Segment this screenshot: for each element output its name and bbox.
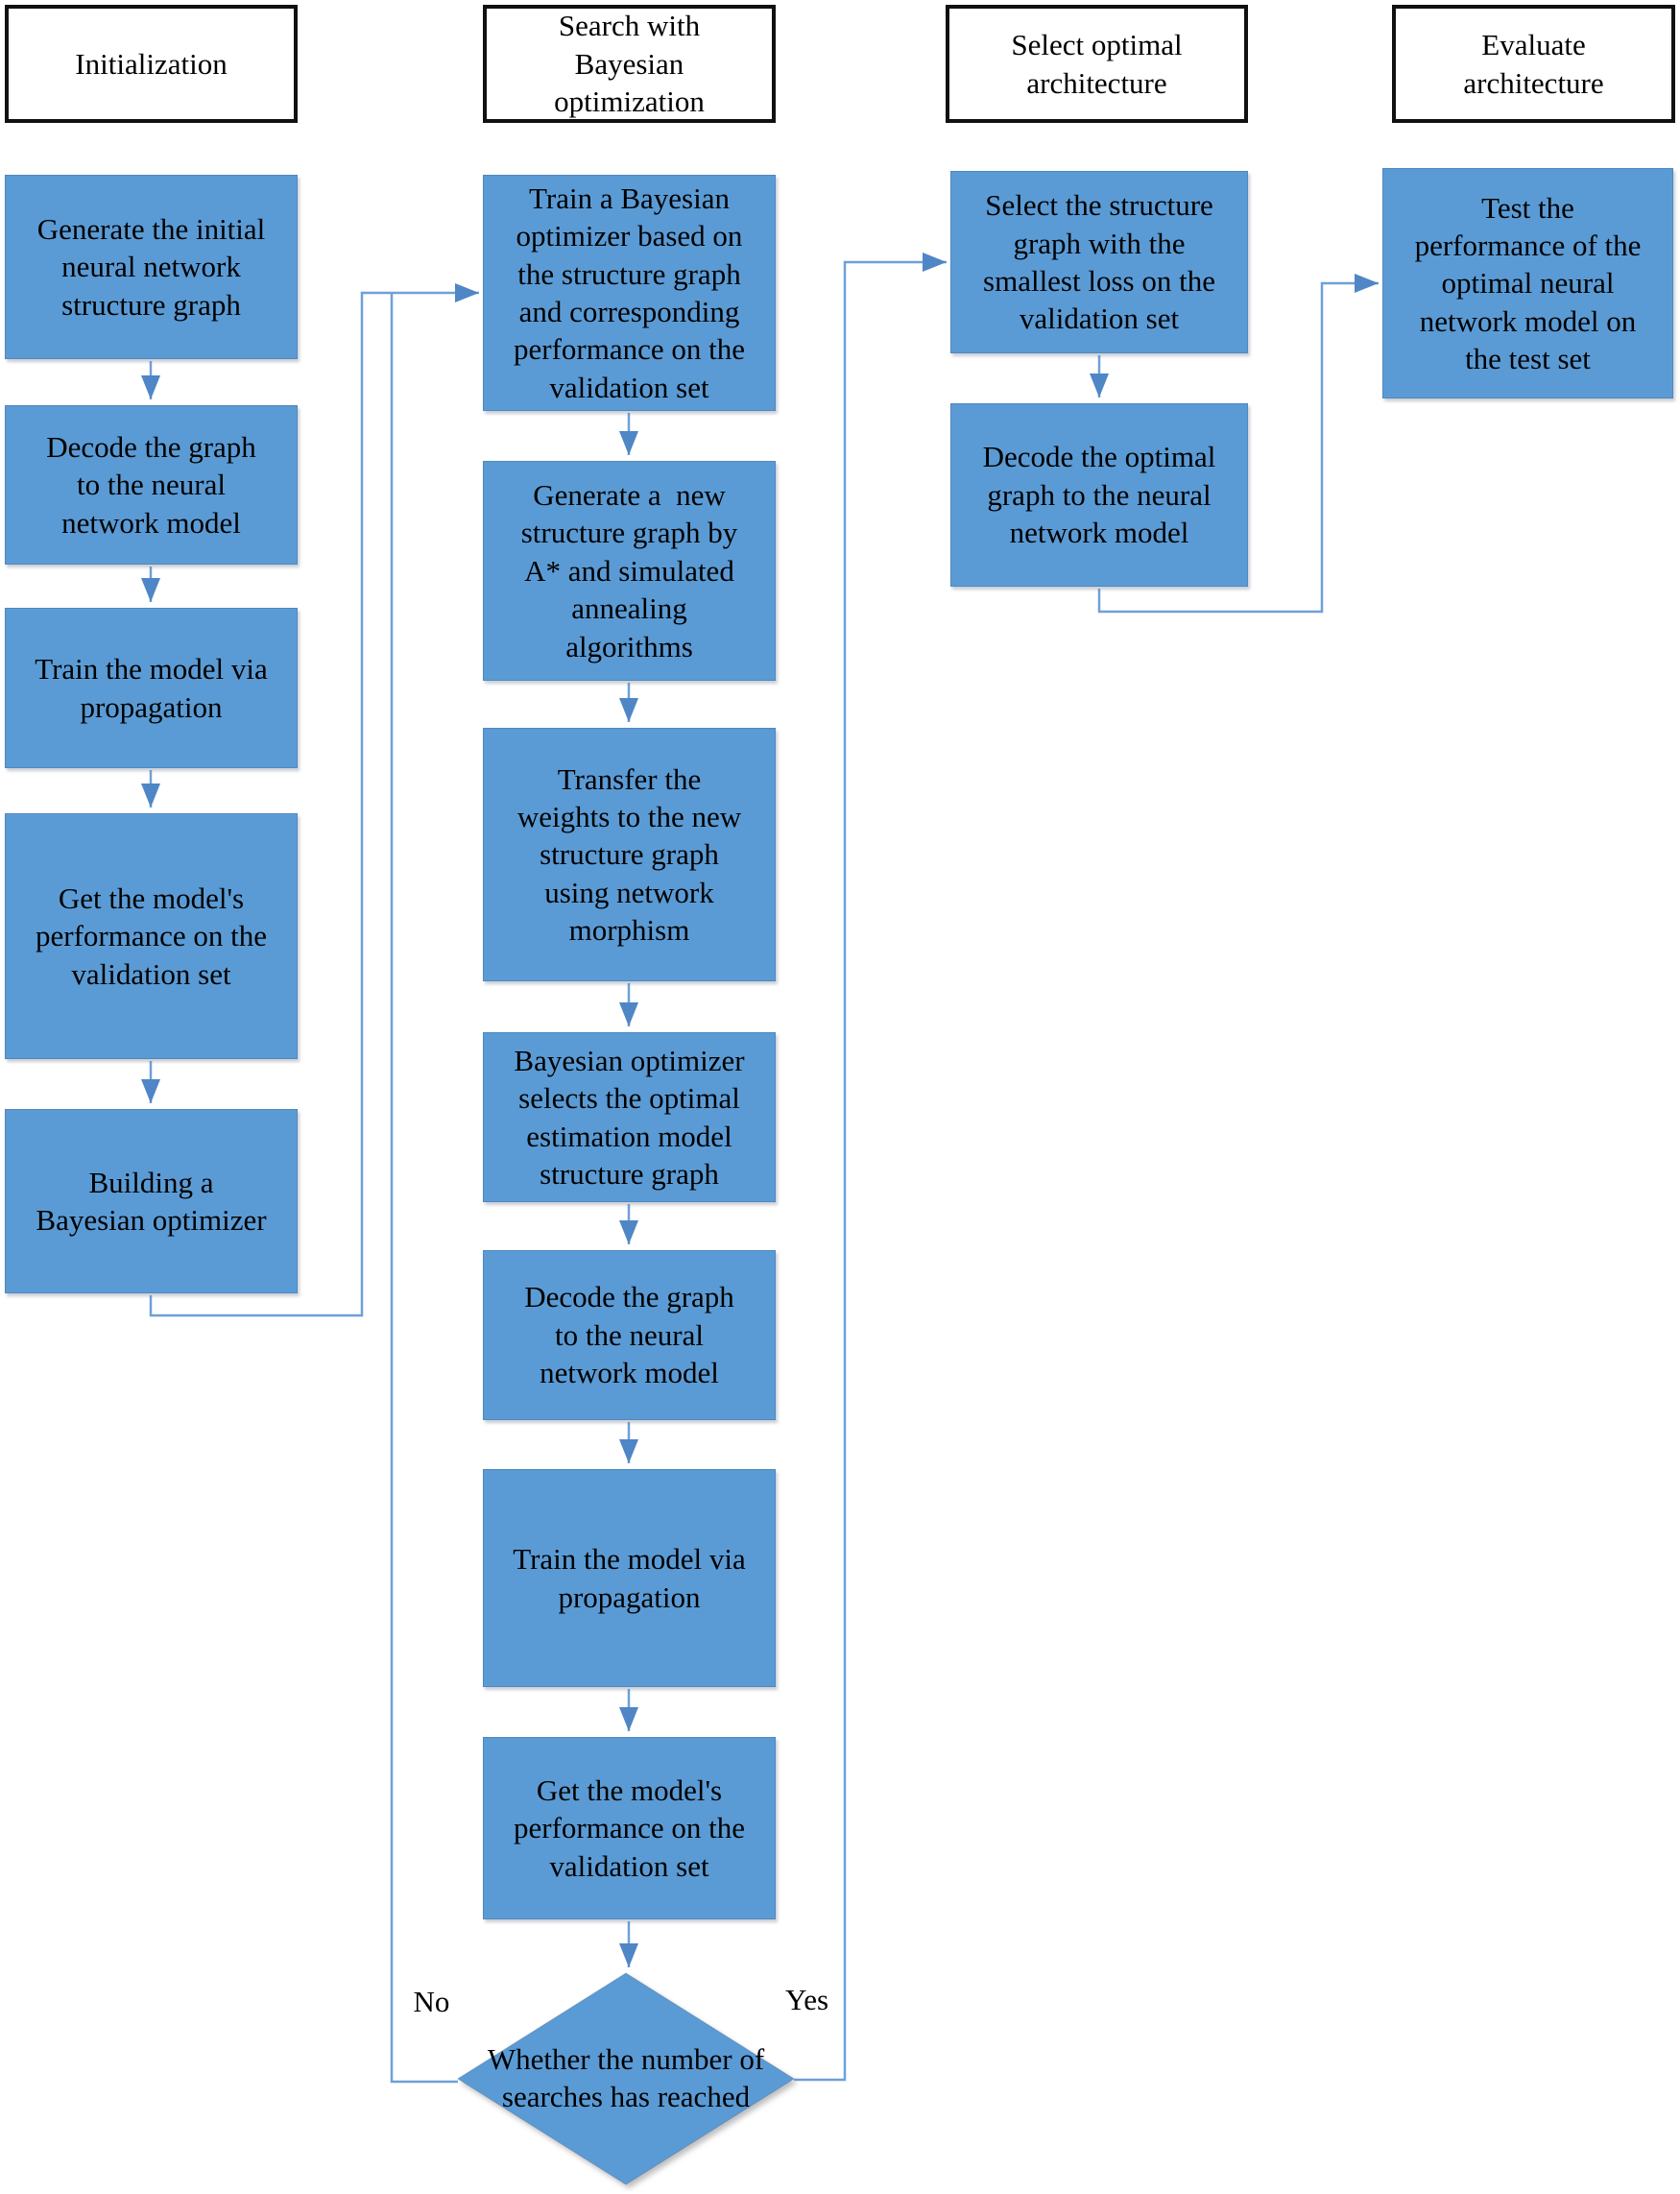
step-decode-graph-2: Decode the graph to the neural network m… [483,1250,776,1420]
step-generate-initial-graph: Generate the initial neural network stru… [5,175,298,359]
step-decode-optimal-graph: Decode the optimal graph to the neural n… [950,403,1248,587]
step-train-model-1: Train the model via propagation [5,608,298,768]
step-test-performance: Test the performance of the optimal neur… [1382,168,1673,398]
step-generate-new-graph: Generate a new structure graph by A* and… [483,461,776,681]
step-select-structure-graph: Select the structure graph with the smal… [950,171,1248,353]
step-get-performance-1: Get the model's performance on the valid… [5,813,298,1059]
stage-header-select: Select optimal architecture [946,5,1248,123]
connector-decision-yes [794,253,947,2082]
step-get-performance-2: Get the model's performance on the valid… [483,1737,776,1919]
step-transfer-weights: Transfer the weights to the new structur… [483,728,776,981]
stage-header-initialization: Initialization [5,5,298,123]
stage-header-evaluate: Evaluate architecture [1392,5,1675,123]
step-bayesian-selects-graph: Bayesian optimizer selects the optimal e… [483,1032,776,1202]
step-build-bayesian-optimizer: Building a Bayesian optimizer [5,1109,298,1293]
step-train-bayesian-optimizer: Train a Bayesian optimizer based on the … [483,175,776,411]
label-no: No [413,1985,450,2019]
connector-decision-no-loop [390,292,458,2084]
label-yes: Yes [784,1983,829,2017]
step-decode-graph-1: Decode the graph to the neural network m… [5,405,298,565]
stage-header-search: Search with Bayesian optimization [483,5,776,123]
step-train-model-2: Train the model via propagation [483,1469,776,1687]
decision-label: Whether the number of searches has reach… [487,2041,765,2113]
